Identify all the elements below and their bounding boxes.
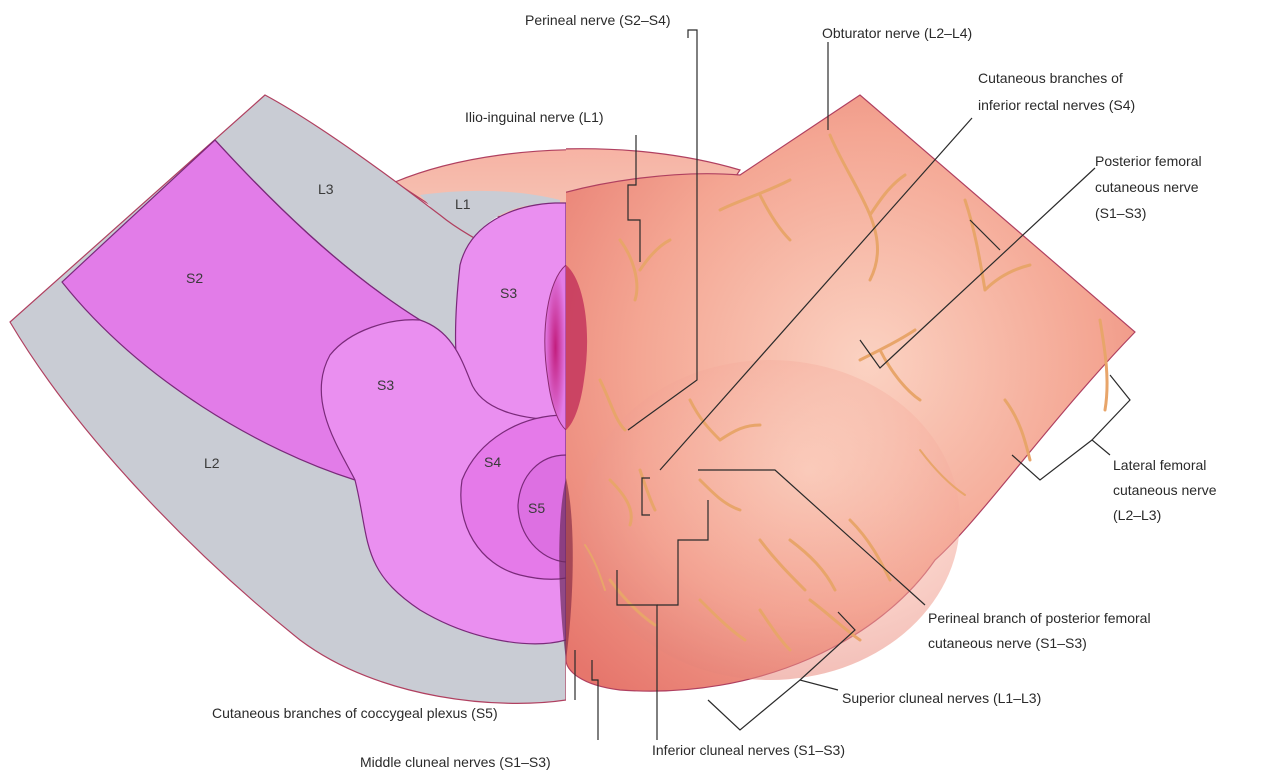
zone-label-l1: L1 bbox=[455, 196, 471, 212]
label-lat-fem-3: (L2–L3) bbox=[1113, 507, 1161, 523]
label-post-fem-1: Posterior femoral bbox=[1095, 153, 1202, 169]
label-obturator-nerve: Obturator nerve (L2–L4) bbox=[822, 25, 972, 41]
label-post-fem-3: (S1–S3) bbox=[1095, 205, 1146, 221]
label-rectal-1: Cutaneous branches of bbox=[978, 70, 1123, 86]
zone-label-s2: S2 bbox=[186, 270, 203, 286]
zone-label-l3: L3 bbox=[318, 181, 334, 197]
label-perineal-branch-2: cutaneous nerve (S1–S3) bbox=[928, 635, 1087, 651]
label-perineal-branch-1: Perineal branch of posterior femoral bbox=[928, 610, 1151, 626]
label-lat-fem-2: cutaneous nerve bbox=[1113, 482, 1217, 498]
label-post-fem-2: cutaneous nerve bbox=[1095, 179, 1199, 195]
label-coccygeal: Cutaneous branches of coccygeal plexus (… bbox=[212, 705, 498, 721]
zone-label-s3-lower: S3 bbox=[377, 377, 394, 393]
zone-label-l2: L2 bbox=[204, 455, 220, 471]
zone-label-s5: S5 bbox=[528, 500, 545, 516]
buttock-highlight bbox=[580, 360, 960, 680]
zone-label-s4: S4 bbox=[484, 454, 501, 470]
label-inferior-cluneal: Inferior cluneal nerves (S1–S3) bbox=[652, 742, 845, 758]
label-lat-fem-1: Lateral femoral bbox=[1113, 457, 1206, 473]
label-superior-cluneal: Superior cluneal nerves (L1–L3) bbox=[842, 690, 1041, 706]
label-perineal-nerve: Perineal nerve (S2–S4) bbox=[525, 12, 671, 28]
label-ilio-inguinal: Ilio-inguinal nerve (L1) bbox=[465, 109, 604, 125]
dermatome-map-left bbox=[10, 95, 600, 703]
label-rectal-2: inferior rectal nerves (S4) bbox=[978, 97, 1135, 113]
zone-label-s3-upper: S3 bbox=[500, 285, 517, 301]
label-middle-cluneal: Middle cluneal nerves (S1–S3) bbox=[360, 754, 551, 770]
